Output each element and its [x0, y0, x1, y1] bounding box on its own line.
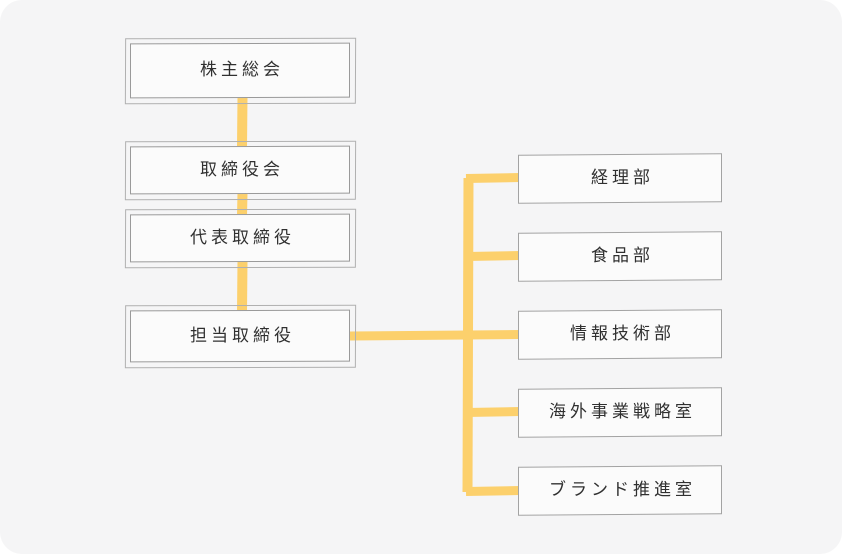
node-card: 株主総会	[130, 42, 350, 99]
node-information-technology-dept[interactable]: 情報技術部	[518, 309, 722, 360]
node-brand-promotion-office[interactable]: ブランド推進室	[518, 465, 722, 516]
node-executive-director[interactable]: 担当取締役	[124, 304, 357, 369]
node-shareholders-meeting[interactable]: 株主総会	[124, 37, 357, 105]
node-card: 取締役会	[130, 145, 350, 195]
node-card: 担当取締役	[130, 309, 350, 363]
node-card: 海外事業戦略室	[518, 387, 722, 438]
node-label: 海外事業戦略室	[548, 402, 696, 422]
node-card: ブランド推進室	[518, 465, 722, 516]
node-label: 情報技術部	[569, 324, 675, 344]
node-food-products-dept[interactable]: 食品部	[518, 231, 722, 282]
node-board-of-directors[interactable]: 取締役会	[124, 140, 357, 201]
connector-branch-brand	[465, 486, 521, 496]
connector-branch-trunk	[462, 177, 474, 493]
node-label: 経理部	[590, 168, 654, 188]
node-card: 食品部	[518, 231, 722, 282]
node-representative-director[interactable]: 代表取締役	[124, 208, 357, 269]
node-card: 代表取締役	[130, 213, 350, 263]
node-label: 株主総会	[200, 60, 284, 80]
connector-branch-accounting	[465, 173, 521, 183]
node-label: 担当取締役	[189, 325, 295, 346]
node-overseas-business-strategy-office[interactable]: 海外事業戦略室	[518, 387, 722, 438]
connector-branch-overseas	[465, 407, 521, 417]
node-card: 情報技術部	[518, 309, 722, 360]
node-card: 経理部	[518, 153, 722, 204]
connector-branch-food	[465, 251, 521, 261]
node-label: 取締役会	[200, 159, 284, 180]
connector-executive-to-trunk	[349, 330, 521, 341]
node-label: 食品部	[590, 246, 654, 266]
node-label: ブランド推進室	[548, 480, 696, 500]
connector-shareholders-to-board	[237, 96, 248, 148]
node-label: 代表取締役	[189, 227, 295, 248]
node-accounting-dept[interactable]: 経理部	[518, 153, 722, 204]
